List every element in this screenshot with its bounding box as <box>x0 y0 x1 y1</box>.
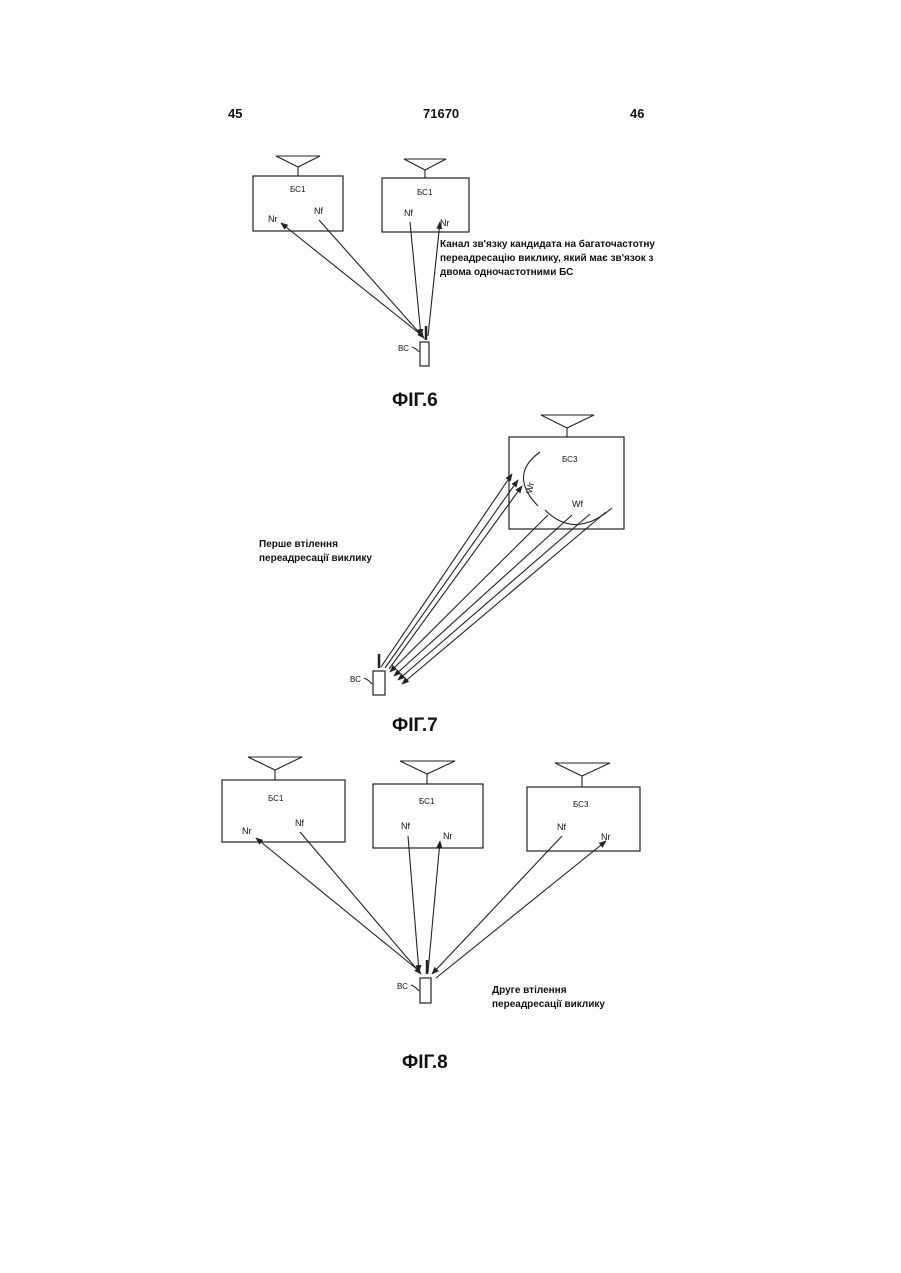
antenna-icon <box>404 159 446 178</box>
figure-caption: ФІГ.6 <box>392 390 438 411</box>
base-station-1a: БС1 Nr Nf <box>222 757 345 842</box>
base-station-3: БС3 Nf Nr <box>527 763 640 851</box>
base-station-label: БС3 <box>573 800 589 809</box>
base-station-box <box>527 787 640 851</box>
antenna-icon <box>555 763 610 787</box>
nf-label: Nf <box>314 206 323 216</box>
antenna-icon <box>248 757 302 780</box>
link-nr-1 <box>256 838 418 970</box>
figure-7: БС3 Wr Wf ВС Перше втілення переадресаці… <box>259 415 624 736</box>
fig6-note: Канал зв'язку кандидата на багаточастотн… <box>440 238 655 278</box>
link-nr-3 <box>436 841 606 978</box>
nf-label: Nf <box>295 818 304 828</box>
mobile-station: ВС <box>398 326 429 366</box>
nr-label: Nr <box>440 218 450 228</box>
base-station-box <box>222 780 345 842</box>
base-station-right: БС1 Nf Nr <box>382 159 469 232</box>
base-station-3: БС3 Wr Wf <box>509 415 624 529</box>
mobile-station-box <box>420 342 429 366</box>
nr-label: Nr <box>268 214 278 224</box>
mobile-station-label: ВС <box>398 344 409 353</box>
nr-label: Nr <box>601 832 611 842</box>
figure-caption: ФІГ.8 <box>402 1052 448 1073</box>
base-station-label: БС3 <box>562 455 578 464</box>
link-nr-left <box>281 223 420 334</box>
mobile-station-box <box>420 978 431 1003</box>
nf-label: Nf <box>401 821 410 831</box>
radio-links <box>256 832 606 978</box>
link-nr-right <box>428 222 440 336</box>
radio-links <box>281 220 440 338</box>
document-number: 71670 <box>423 106 459 121</box>
antenna-icon <box>541 415 594 437</box>
antenna-icon <box>400 761 455 784</box>
note-line-1: Перше втілення <box>259 539 338 550</box>
note-line-2: переадресації виклику <box>259 553 372 564</box>
figure-6: БС1 Nr Nf БС1 Nf Nr ВС Канал зв'язк <box>253 156 655 411</box>
page-number-right: 46 <box>630 106 644 121</box>
note-line-1: Друге втілення <box>492 985 567 996</box>
base-station-label: БС1 <box>419 797 435 806</box>
base-station-box <box>373 784 483 848</box>
nr-label: Nr <box>443 831 453 841</box>
link-wr-2 <box>385 480 518 668</box>
link-nf-1 <box>300 832 421 974</box>
page-header: 45 71670 46 <box>228 106 644 121</box>
base-station-1b: БС1 Nf Nr <box>373 761 483 848</box>
nr-label: Nr <box>242 826 252 836</box>
link-nf-right <box>410 222 421 336</box>
nf-label: Nf <box>557 822 566 832</box>
link-wf-3 <box>398 514 590 680</box>
wf-label: Wf <box>572 499 583 509</box>
fig7-note: Перше втілення переадресації виклику <box>259 539 372 564</box>
base-station-box <box>382 178 469 232</box>
label-leader <box>412 347 419 352</box>
fig8-note: Друге втілення переадресації виклику <box>492 985 605 1010</box>
note-line-2: переадресацію виклику, який має зв'язок … <box>440 253 653 264</box>
wr-sector-arc <box>523 452 540 506</box>
link-nr-2 <box>428 841 440 972</box>
base-station-label: БС1 <box>268 794 284 803</box>
note-line-3: двома одночастотними БС <box>440 267 573 278</box>
wr-label: Wr <box>524 481 536 494</box>
page-number-left: 45 <box>228 106 242 121</box>
base-station-left: БС1 Nr Nf <box>253 156 343 231</box>
antenna-icon <box>276 156 320 176</box>
link-wr-3 <box>389 486 522 669</box>
figure-caption: ФІГ.7 <box>392 715 438 736</box>
figure-8: БС1 Nr Nf БС1 Nf Nr БС3 Nf Nr ВС <box>222 757 640 1073</box>
mobile-station: ВС <box>350 654 385 695</box>
label-leader <box>411 985 419 991</box>
note-line-1: Канал зв'язку кандидата на багаточастотн… <box>440 238 655 250</box>
link-wf-4 <box>402 512 606 684</box>
mobile-station-label: ВС <box>397 982 408 991</box>
link-wf-1 <box>390 515 548 672</box>
note-line-2: переадресації виклику <box>492 999 605 1010</box>
label-leader <box>364 678 372 684</box>
nf-label: Nf <box>404 208 413 218</box>
link-nf-3 <box>432 836 562 974</box>
mobile-station-label: ВС <box>350 675 361 684</box>
link-nf-2 <box>408 836 419 972</box>
base-station-label: БС1 <box>417 188 433 197</box>
wf-sector-arc <box>545 508 612 525</box>
base-station-label: БС1 <box>290 185 306 194</box>
mobile-station-box <box>373 671 385 695</box>
link-nf-left <box>319 220 424 338</box>
